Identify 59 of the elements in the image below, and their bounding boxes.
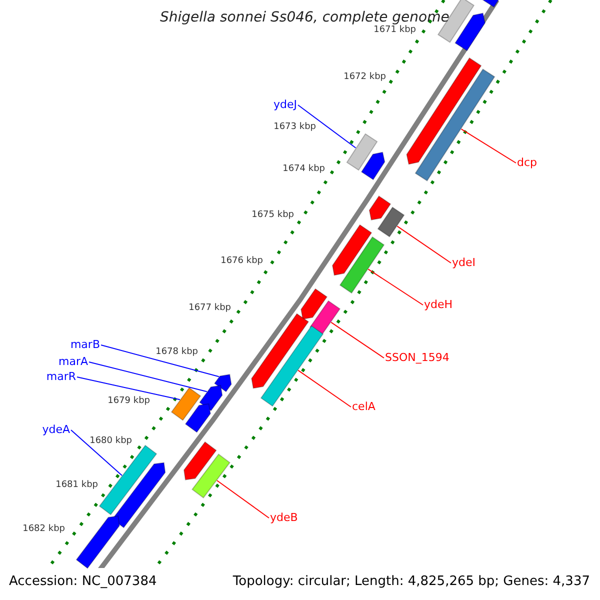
gene-feature <box>346 133 378 171</box>
gene-feature <box>454 12 486 52</box>
gene-feature <box>260 325 324 407</box>
leader-line <box>298 370 352 408</box>
gene-feature <box>214 374 232 392</box>
gene-feature <box>170 387 202 421</box>
tick-label: 1676 kbp <box>220 257 263 267</box>
gene-feature <box>184 403 211 433</box>
gene-feature <box>309 300 341 336</box>
tick-label: 1674 kbp <box>282 165 325 175</box>
gene-feature <box>76 515 120 569</box>
gene-feature <box>360 152 386 180</box>
tick-label: 1680 kbp <box>90 437 132 447</box>
tick-label: 1673 kbp <box>274 123 316 133</box>
leader-line <box>298 104 356 148</box>
gene-feature <box>251 313 310 389</box>
gene-feature <box>332 224 372 276</box>
tick-label: 1671 kbp <box>374 26 416 36</box>
tick-label: 1677 kbp <box>188 304 231 314</box>
map-info-text: Accession: NC_007384 <box>9 574 157 590</box>
tick-label: 1672 kbp <box>344 73 386 83</box>
gene-feature <box>368 195 392 220</box>
gene-label: ydeB <box>270 512 298 524</box>
gene-label: marB <box>70 338 100 352</box>
gene-label: ydeI <box>452 256 476 270</box>
gene-feature <box>112 462 166 528</box>
tick-label: 1681 kbp <box>56 481 98 491</box>
leader-line <box>330 322 384 358</box>
map-info-text: Topology: circular; Length: 4,825,265 bp; Genes: 4,337 <box>232 574 590 590</box>
tick-label: 1682 kbp <box>22 525 65 535</box>
leader-line <box>460 128 516 164</box>
gene-feature <box>406 57 482 165</box>
gene-feature <box>300 288 328 320</box>
leader-line <box>100 344 220 378</box>
gene-label: marR <box>46 370 76 384</box>
tick-label: 1678 kbp <box>156 348 198 358</box>
gene-label: ydeA <box>42 424 70 436</box>
gene-feature <box>339 236 385 294</box>
gene-label: ydeH <box>424 298 453 312</box>
gene-feature <box>199 384 223 412</box>
gene-label: marA <box>58 356 88 368</box>
gene-label: celA <box>352 400 376 414</box>
gene-feature <box>377 206 405 238</box>
tick-label: 1675 kbp <box>252 211 294 221</box>
tick-label: 1679 kbp <box>108 397 150 407</box>
gene-label: dcp <box>517 156 538 170</box>
map-title: Shigella sonnei Ss046, complete genome <box>160 10 450 26</box>
leader-line <box>368 268 424 306</box>
gene-feature <box>192 454 230 498</box>
gene-feature <box>98 444 158 516</box>
leader-line <box>396 226 452 264</box>
gene-label: SSON_1594 <box>385 352 450 364</box>
leader-line <box>88 362 208 392</box>
leader-line <box>70 430 122 476</box>
gene-feature <box>183 441 217 480</box>
gene-label: ydeJ <box>273 98 297 112</box>
leader-line <box>76 376 180 400</box>
leader-line <box>216 480 270 518</box>
gene-feature <box>414 68 496 182</box>
